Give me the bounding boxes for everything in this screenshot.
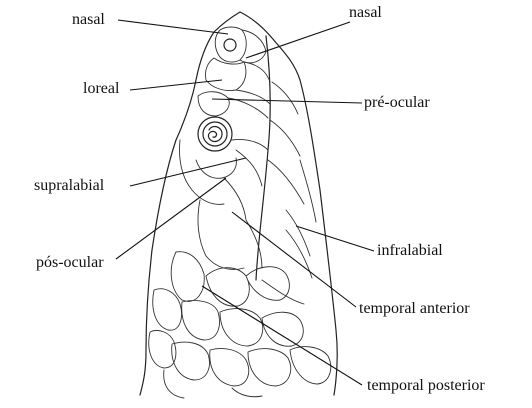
nasal-scale-shape	[215, 27, 246, 62]
label-pre-ocular: pré-ocular	[364, 95, 430, 111]
leader-infralabial	[296, 226, 374, 251]
pre-ocular-scale-shape	[198, 92, 229, 116]
label-temporal-anterior: temporal anterior	[359, 301, 470, 317]
label-pos-ocular: pós-ocular	[36, 255, 104, 271]
leader-temporal-posterior	[202, 286, 362, 385]
label-nasal-left: nasal	[72, 12, 105, 28]
leader-supralabial	[130, 158, 246, 186]
leader-pos-ocular	[116, 178, 226, 259]
label-temporal-posterior: temporal posterior	[367, 378, 485, 394]
leader-loreal	[130, 80, 222, 90]
head-outline	[140, 12, 240, 395]
dorsal-line	[256, 36, 270, 280]
upper-scales	[228, 62, 304, 204]
leader-pre-ocular	[212, 99, 362, 103]
nasal-scale-right-shape	[240, 30, 266, 63]
leader-temporal-anterior	[232, 212, 356, 307]
label-supralabial: supralabial	[34, 178, 104, 194]
nostril	[224, 39, 236, 51]
label-loreal: loreal	[83, 81, 119, 97]
eye-inner	[203, 122, 227, 146]
head-outline-right	[240, 12, 337, 395]
label-nasal-right: nasal	[349, 5, 382, 21]
loreal-scale-shape	[205, 58, 245, 91]
leader-nasal-left	[118, 20, 228, 34]
temporal-scales	[149, 252, 331, 398]
pupil	[208, 127, 222, 142]
label-infralabial: infralabial	[377, 243, 443, 259]
supralabial-scales	[180, 140, 263, 270]
